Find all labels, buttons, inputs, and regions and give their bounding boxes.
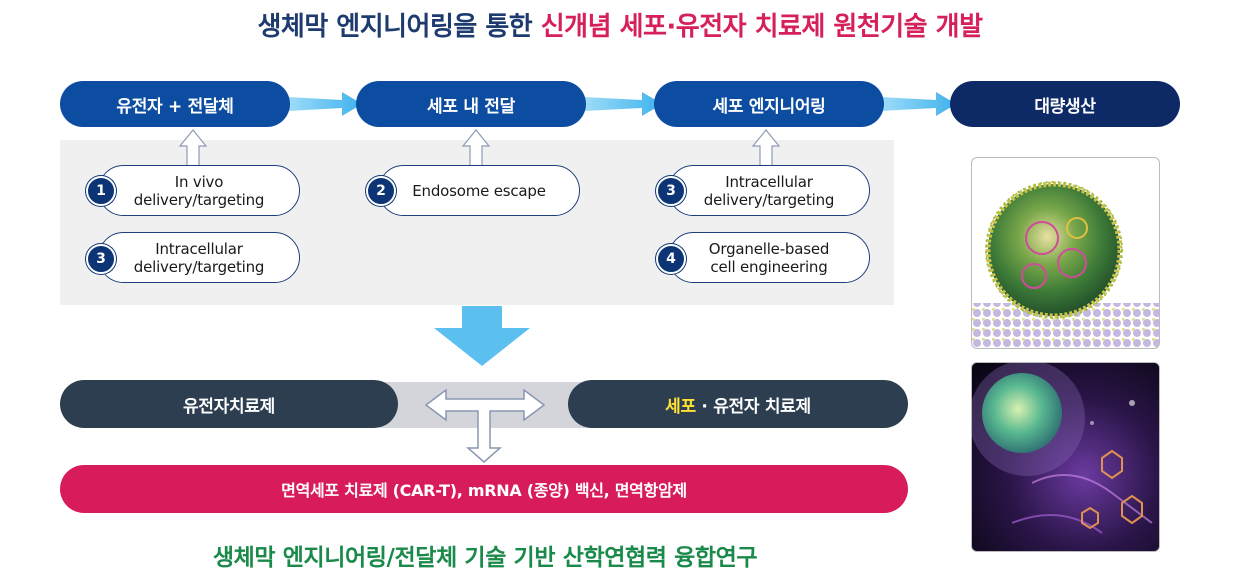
step-intracellular-delivery-label: 세포 내 전달 bbox=[427, 96, 515, 117]
step-cell-engineering: 세포 엔지니어링 bbox=[654, 81, 884, 127]
sub-item-intracellular-1: Intracellular delivery/targeting bbox=[98, 232, 300, 283]
sub-item-endosome-escape: Endosome escape bbox=[378, 165, 580, 216]
step-mass-production-label: 대량생산 bbox=[1034, 96, 1096, 117]
gene-therapy-label: 유전자치료제 bbox=[182, 396, 276, 417]
up-arrow-2 bbox=[461, 129, 491, 167]
arrow-step-2-3 bbox=[584, 92, 662, 116]
number-badge: 3 bbox=[86, 244, 116, 274]
step-gene-carrier: 유전자 + 전달체 bbox=[60, 81, 290, 127]
sub-item-label: Organelle-based cell engineering bbox=[708, 239, 830, 276]
applications-label: 면역세포 치료제 (CAR-T), mRNA (종양) 백신, 면역항암제 bbox=[281, 481, 687, 500]
cell-image bbox=[971, 362, 1160, 552]
step-gene-carrier-label: 유전자 + 전달체 bbox=[116, 96, 234, 117]
applications-pill: 면역세포 치료제 (CAR-T), mRNA (종양) 백신, 면역항암제 bbox=[60, 465, 908, 513]
cell-highlight: 세포 bbox=[665, 396, 696, 417]
sub-item-organelle: Organelle-based cell engineering bbox=[668, 232, 870, 283]
step-cell-engineering-label: 세포 엔지니어링 bbox=[712, 96, 826, 117]
t-arrow bbox=[424, 388, 546, 463]
sub-item-label: Intracellular delivery/targeting bbox=[703, 172, 835, 209]
sub-item-intracellular-2: Intracellular delivery/targeting bbox=[668, 165, 870, 216]
gene-therapy-pill: 유전자치료제 bbox=[60, 380, 398, 428]
cell-illustration bbox=[972, 363, 1159, 551]
sub-item-in-vivo: In vivo delivery/targeting bbox=[98, 165, 300, 216]
arrow-step-3-4 bbox=[880, 92, 956, 116]
page-title: 생체막 엔지니어링을 통한 신개념 세포·유전자 치료제 원천기술 개발 bbox=[0, 6, 1240, 43]
up-arrow-1 bbox=[178, 129, 208, 167]
nanoparticle-image bbox=[971, 157, 1160, 349]
cell-gene-rest: · 유전자 치료제 bbox=[695, 396, 811, 417]
title-part-2: 신개념 세포·유전자 치료제 원천기술 개발 bbox=[540, 12, 983, 42]
cell-gene-therapy-pill: 세포 · 유전자 치료제 bbox=[568, 380, 908, 428]
number-badge: 2 bbox=[366, 176, 396, 206]
sub-item-label: Endosome escape bbox=[412, 181, 546, 200]
up-arrow-3 bbox=[751, 129, 781, 167]
big-down-arrow bbox=[434, 306, 530, 366]
step-mass-production: 대량생산 bbox=[950, 81, 1180, 127]
arrow-step-1-2 bbox=[288, 92, 362, 116]
nanoparticle-illustration bbox=[972, 181, 1159, 348]
footer-title: 생체막 엔지니어링/전달체 기술 기반 산학연협력 융합연구 bbox=[212, 545, 758, 571]
cell-gene-therapy-label: 세포 · 유전자 치료제 bbox=[665, 392, 811, 417]
number-badge: 4 bbox=[656, 244, 686, 274]
number-badge: 1 bbox=[86, 176, 116, 206]
number-badge: 3 bbox=[656, 176, 686, 206]
step-intracellular-delivery: 세포 내 전달 bbox=[356, 81, 586, 127]
title-part-1: 생체막 엔지니어링을 통한 bbox=[257, 12, 541, 42]
sub-item-label: Intracellular delivery/targeting bbox=[133, 239, 265, 276]
sub-item-label: In vivo delivery/targeting bbox=[133, 172, 265, 209]
